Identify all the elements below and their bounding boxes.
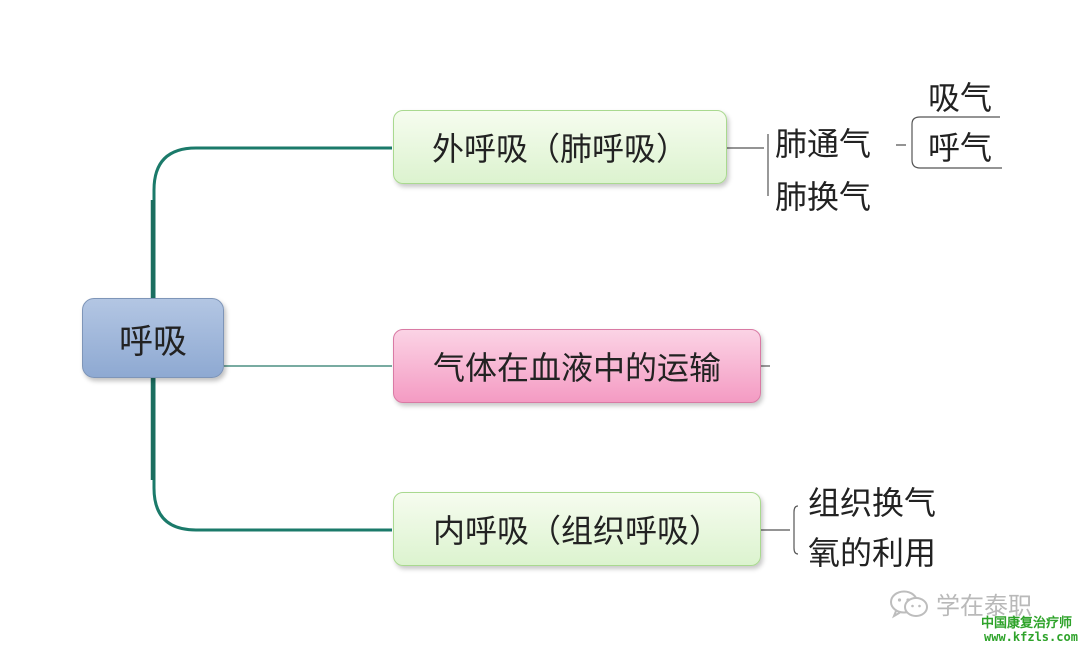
leaf-pulmonary-ventilation: 肺通气	[775, 125, 872, 163]
site-title: 中国康复治疗师	[981, 616, 1073, 631]
branch-external-respiration: 外呼吸（肺呼吸）	[393, 110, 727, 184]
branch-internal-respiration: 内呼吸（组织呼吸）	[393, 492, 761, 566]
bracket-branch3	[761, 505, 799, 555]
site-url: www.kfzls.com	[984, 630, 1078, 644]
leaf-pulmonary-gas-exchange: 肺换气	[775, 178, 872, 216]
root-node: 呼吸	[82, 298, 224, 378]
wechat-icon	[890, 590, 928, 618]
bracket-branch1	[727, 134, 769, 196]
branch-label: 外呼吸（肺呼吸）	[431, 130, 688, 168]
watermark-account: 学在泰职	[936, 592, 1032, 620]
leaf-inhale: 吸气	[928, 79, 993, 117]
leaf-exhale: 呼气	[928, 129, 993, 167]
bracket-feitongqi	[896, 116, 1002, 169]
leaf-oxygen-utilization: 氧的利用	[808, 534, 937, 572]
branch-label: 内呼吸（组织呼吸）	[432, 512, 721, 550]
root-label: 呼吸	[119, 321, 187, 362]
watermark: 学在泰职	[888, 586, 1032, 621]
branch-label: 气体在血液中的运输	[432, 349, 721, 387]
trunk-lower	[152, 378, 392, 532]
leaf-tissue-gas-exchange: 组织换气	[808, 484, 937, 522]
trunk-upper	[152, 146, 392, 298]
branch-gas-transport: 气体在血液中的运输	[393, 329, 761, 403]
